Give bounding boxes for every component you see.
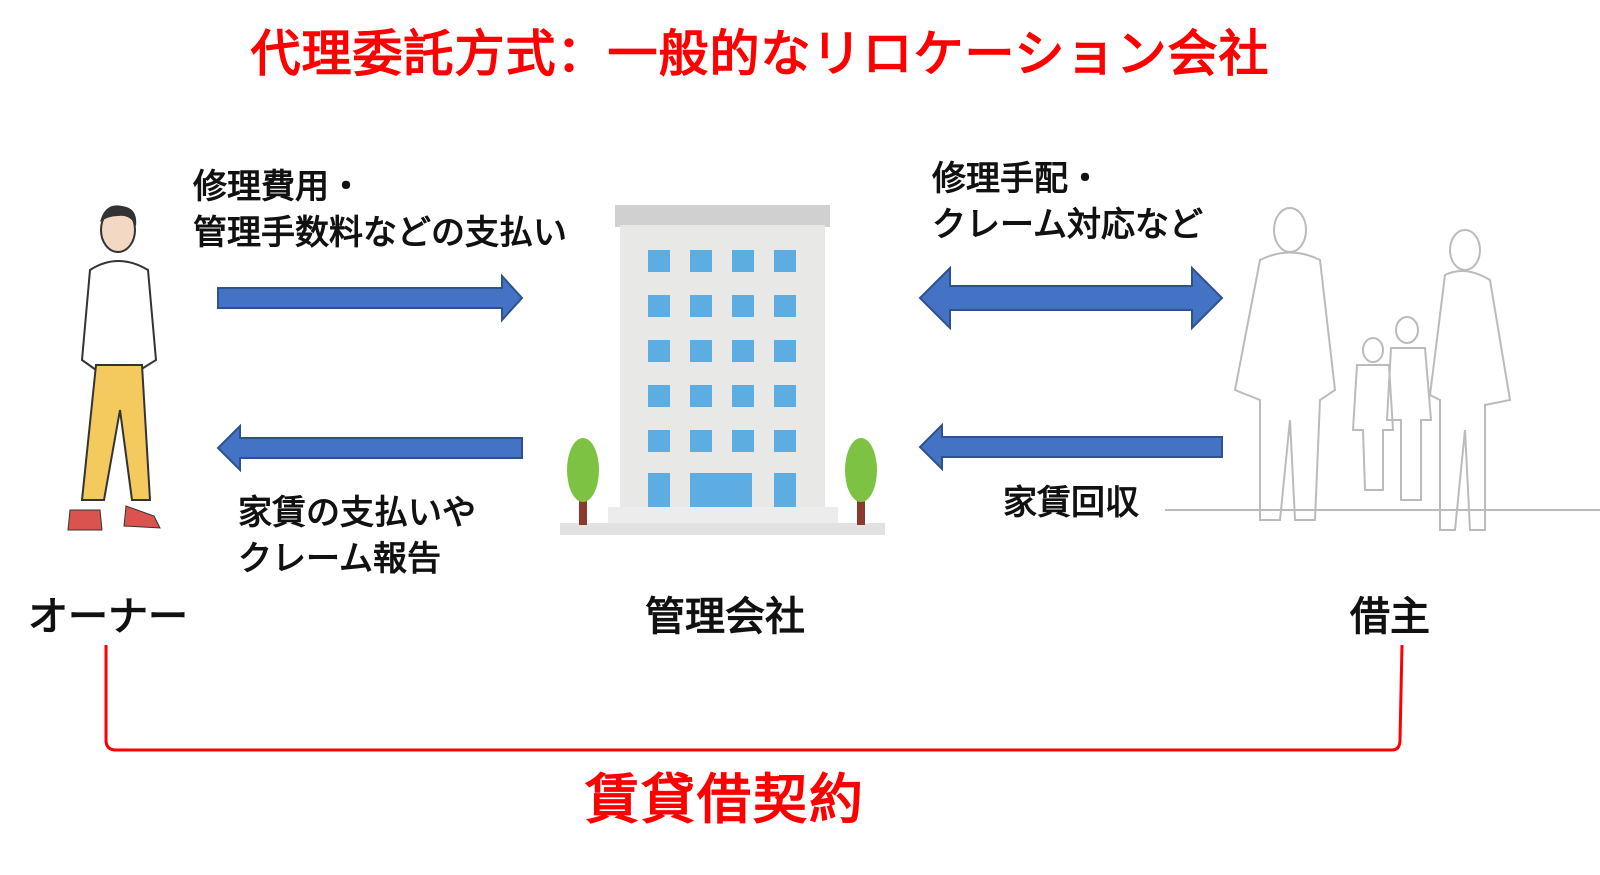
arrow-company-to-owner xyxy=(216,423,523,473)
role-tenant: 借主 xyxy=(1350,594,1430,640)
flow-label-repair-claims: 修理手配・ クレーム対応など xyxy=(932,159,1203,245)
contract-label: 賃貸借契約 xyxy=(585,768,865,831)
arrow-owner-to-company xyxy=(217,273,524,323)
contract-bracket xyxy=(104,644,1404,752)
flow-label-rent-report: 家賃の支払いや クレーム報告 xyxy=(238,493,476,579)
role-company: 管理会社 xyxy=(645,594,805,640)
flow-label-owner-payment: 修理費用・ 管理手数料などの支払い xyxy=(193,167,567,253)
flow-label-rent-collection: 家賃回収 xyxy=(1003,480,1149,526)
owner-person-icon xyxy=(67,205,161,531)
tenant-family-icon xyxy=(1165,207,1600,531)
diagram-title: 代理委託方式：一般的なリロケーション会社 xyxy=(250,25,1270,83)
role-owner: オーナー xyxy=(28,594,188,640)
management-building-icon xyxy=(560,205,885,535)
